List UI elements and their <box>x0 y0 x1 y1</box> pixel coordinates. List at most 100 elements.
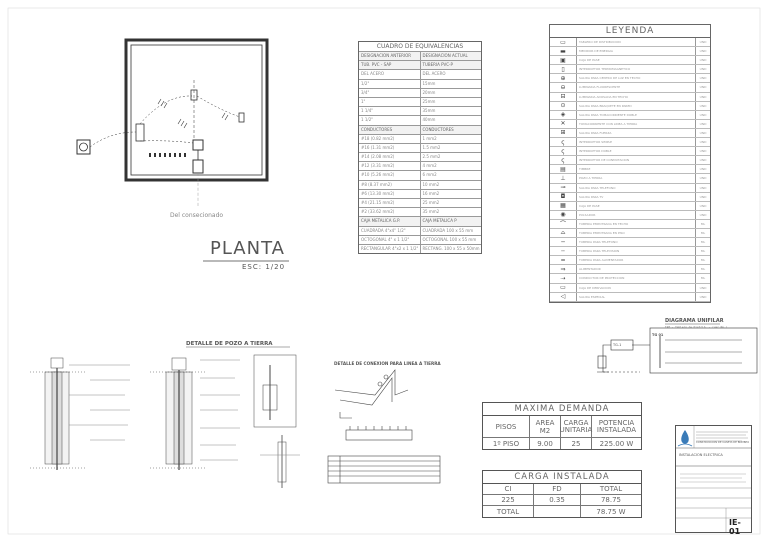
group-header-cell: TUB. PVC - SAP <box>361 62 392 68</box>
col-header: POTENCIA INSTALADA <box>596 418 637 434</box>
table-row: OCTOGONAL 4" x 1 1/2"OCTOGONAL 100 x 55 … <box>359 234 481 244</box>
equivalences-title: CUADRO DE EQUIVALENCIAS <box>376 43 464 50</box>
legend-symbol-icon: ◈ <box>550 110 577 119</box>
table-cell: #4 (21.15 mm2) <box>361 200 395 205</box>
legend-description: INTERRUPTOR DOBLE <box>579 149 612 154</box>
table-cell: RECTANG. 100 x 55 x 50mm <box>419 244 482 254</box>
legend-description: TOMACORRIENTE CON LINEA A TIERRA <box>579 121 638 126</box>
legend-symbol-icon: ◘ <box>550 192 577 201</box>
legend-symbol-icon: ▦ <box>550 201 577 210</box>
legend-unit: ML <box>695 228 710 238</box>
installed-load-title: CARGA INSTALADA <box>483 471 641 484</box>
table-cell: 35 mm2 <box>419 208 482 217</box>
table-row: 1"25mm <box>359 96 481 107</box>
col-header: AREA M2 <box>530 416 561 437</box>
table-cell: 25 <box>561 438 592 449</box>
legend-description: INTERRUPTOR DE CONMUTACION <box>579 158 630 163</box>
legend-symbol-icon: ⇢ <box>550 274 577 283</box>
legend-description: SALIDA PARA TV <box>579 194 604 199</box>
legend-symbol-icon: ⊕ <box>550 74 577 83</box>
group-header-cell: CONDUCTORES <box>361 126 393 132</box>
title-block-grid <box>676 426 751 532</box>
legend-title: LEYENDA <box>550 25 710 38</box>
equivalences-col-headers: DESIGNACION ANTERIOR DESIGNACION ACTUAL <box>359 51 481 61</box>
legend-symbol-icon: ─ <box>550 238 577 247</box>
table-cell: #10 (5.26 mm2) <box>361 172 395 178</box>
group-header-cell: CAJA METALICA G.P. <box>361 218 401 224</box>
table-row: #8 (8.37 mm2)10 mm2 <box>359 179 481 189</box>
table-cell: 2.5 mm2 <box>419 153 482 162</box>
table-row: #2 (33.62 mm2)35 mm2 <box>359 207 482 217</box>
table-cell: #6 (13.30 mm2) <box>361 190 395 196</box>
table-cell: 78.75 <box>600 496 622 504</box>
board-label: TG 01 <box>652 333 664 337</box>
plan-title: PLANTA <box>210 238 285 259</box>
unifilar-diagram <box>597 327 758 374</box>
col-header: CI <box>483 484 534 494</box>
table-cell: CUADRADA 4"x4" 1/2" <box>361 227 406 233</box>
table-cell: 78.75 W <box>596 507 626 516</box>
legend-unit: UND <box>695 65 710 74</box>
ground-well-detail-2 <box>150 354 300 488</box>
table-row: #12 (3.31 mm2)4 mm2 <box>359 161 481 171</box>
col-header: CARGA UNITARIA <box>560 416 592 437</box>
legend-description: LUMINARIA ADOSADA EN TECHO <box>579 94 628 99</box>
col-header: TOTAL <box>599 485 623 493</box>
legend-symbol-icon: ▤ <box>550 165 577 174</box>
table-cell: 1" <box>361 98 366 104</box>
legend-unit: UND <box>695 156 710 165</box>
legend-description: LUMINARIA FLUORESCENTE <box>579 85 621 90</box>
legend-description: TUBERIA EMPOTRADA EN TECHO <box>579 221 629 226</box>
col-header: DESIGNACION ANTERIOR <box>361 53 412 58</box>
sheet-code: IE-01 <box>729 518 741 536</box>
legend-unit: UND <box>695 147 710 156</box>
legend-description: ALIMENTADOR <box>579 267 601 272</box>
table-row: RECTANGULAR 4"x2 x 1 1/2"RECTANG. 100 x … <box>359 243 482 254</box>
table-cell: 15mm <box>419 79 482 88</box>
table-cell: 1 1/4" <box>361 108 374 114</box>
table-row: 1º PISO 9.00 25 225.00 W <box>483 438 641 449</box>
legend-unit: ML <box>695 256 710 265</box>
table-cell: #14 (2.08 mm2) <box>361 154 395 160</box>
table-cell: 6 mm2 <box>419 171 482 180</box>
legend-unit: UND <box>695 56 710 65</box>
table-cell <box>534 506 581 517</box>
max-demand-header-row: PISOS AREA M2 CARGA UNITARIA POTENCIA IN… <box>483 416 641 438</box>
legend-unit: UND <box>695 292 710 301</box>
legend-unit: UND <box>695 83 710 92</box>
legend-unit: UND <box>695 74 710 83</box>
legend-symbol-icon: ⊟ <box>550 92 577 101</box>
unifilar-subtitle: TAB - Tablero de Distrib. - (ver No.) <box>665 325 728 329</box>
table-row: 1/2"15mm <box>359 78 482 88</box>
equivalences-group-header: CAJA METALICA G.P.CAJA METALICA P <box>359 216 481 226</box>
table-row: CUADRADA 4"x4" 1/2"CUADRADA 100 x 55 mm <box>359 225 481 235</box>
legend-description: TABLERO DE DISTRIBUCION <box>579 40 621 44</box>
table-cell: #12 (3.31 mm2) <box>361 163 395 169</box>
table-row: #6 (13.30 mm2)16 mm2 <box>359 188 481 198</box>
legend-description: SALIDA PARA BRAQUETE EN PARED <box>579 103 632 108</box>
legend-unit: UND <box>695 38 710 47</box>
table-row: #16 (1.31 mm2)1.5 mm2 <box>359 142 481 153</box>
installed-load-header-row: CI FD TOTAL <box>483 484 641 495</box>
connection-detail <box>327 369 441 484</box>
legend-symbol-icon: ⊥ <box>550 174 577 183</box>
table-row: 1 1/4"35mm <box>359 106 481 116</box>
table-row: 3/4"20mm <box>359 87 482 97</box>
table-cell: 20mm <box>419 88 482 97</box>
legend-description: INTERRUPTOR TERMOMAGNETICO <box>579 67 631 72</box>
legend-unit: UND <box>695 119 710 128</box>
floor-plan <box>76 38 269 208</box>
table-cell: 9.00 <box>530 438 561 449</box>
